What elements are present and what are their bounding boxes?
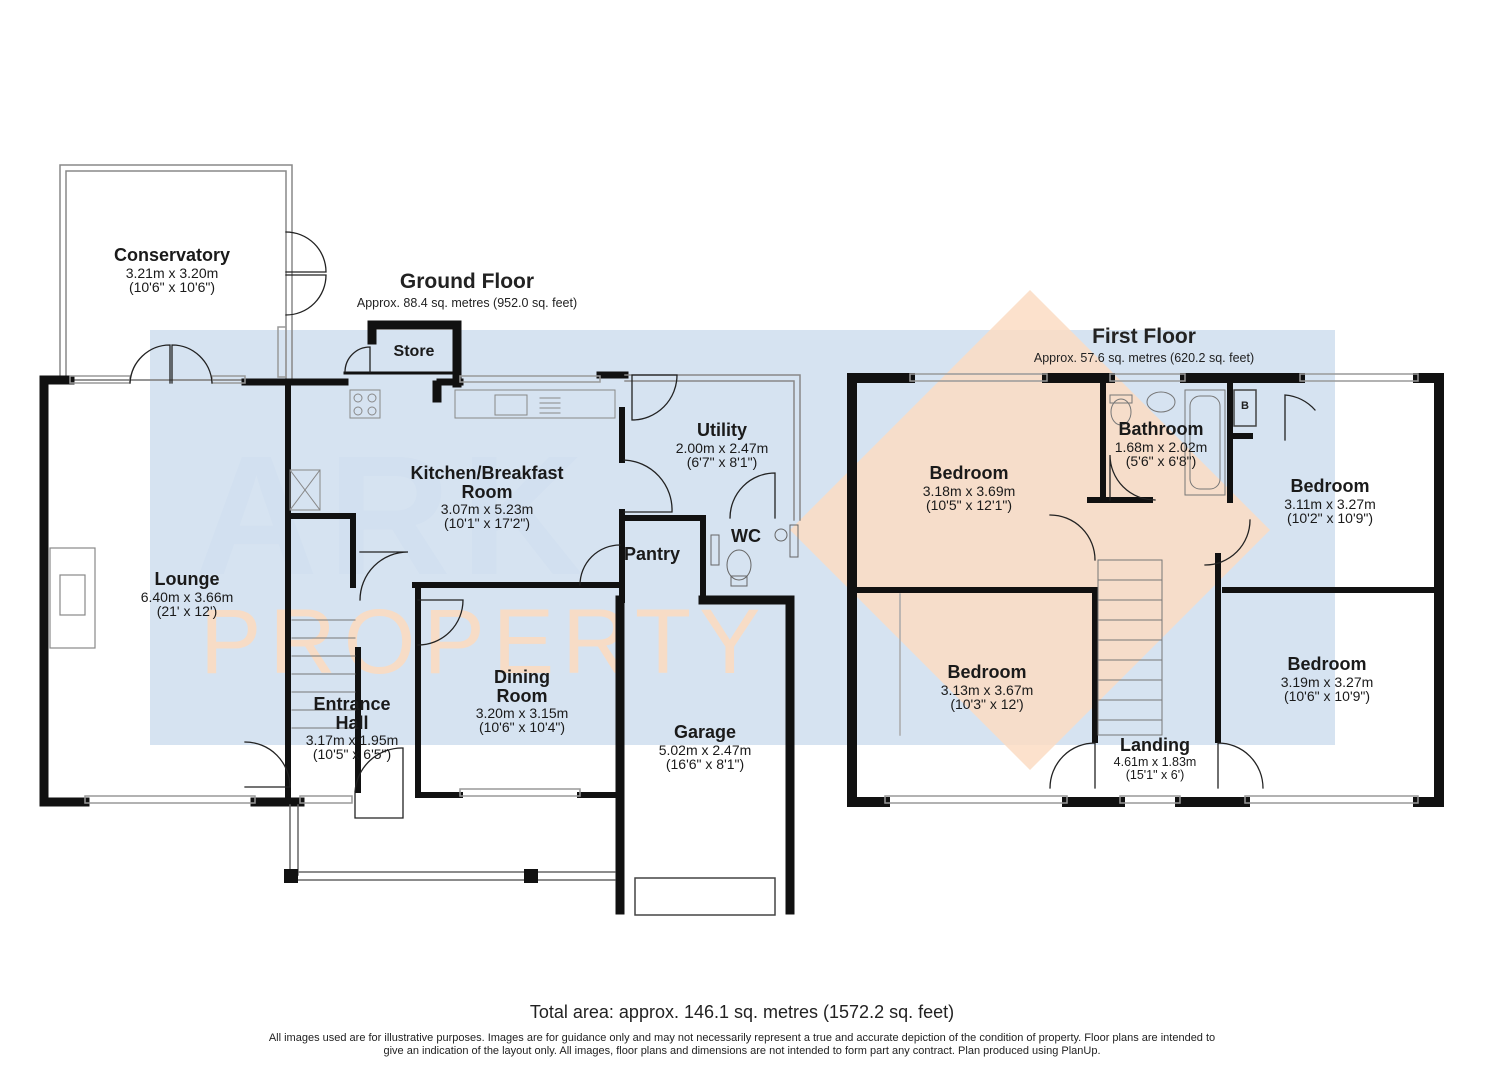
first-floor-plan [847,373,1444,807]
first-windows [884,373,1419,804]
first-outer-walls [847,373,1444,807]
first-internal-walls [853,381,1439,743]
garage-door [634,877,776,916]
ground-floor-title-block: Ground Floor Approx. 88.4 sq. metres (95… [357,270,577,310]
boiler-cupboard [1233,389,1257,427]
room-label-landing: Landing 4.61m x 1.83m (15'1" x 6') [1113,735,1197,782]
room-label-conservatory: Conservatory 3.21m x 3.20m (10'6" x 10'6… [113,245,231,296]
room-label-lounge: Lounge 6.40m x 3.66m (21' x 12') [140,569,234,620]
garage-walls [615,595,795,915]
wc-fittings [710,524,799,587]
first-floor-area: Approx. 57.6 sq. metres (620.2 sq. feet) [1033,351,1255,365]
room-label-pantry: Pantry [623,544,681,564]
first-stairs [1097,559,1163,736]
boiler-label: B [1241,400,1249,412]
kitchen-fittings [289,389,616,511]
first-doors [1049,394,1316,789]
room-label-bedroom-top-right: Bedroom 3.11m x 3.27m (10'2" x 10'9") [1284,476,1376,527]
room-label-wc: WC [731,526,761,546]
ground-doors [129,231,776,819]
room-label-garage: Garage 5.02m x 2.47m (16'6" x 8'1") [658,722,752,773]
utility-walls [624,374,801,521]
watermark-shield-shape [790,290,1270,770]
ground-stairs [291,619,356,729]
watermark-text-property: PROPERTY [200,591,769,693]
room-label-bedroom-bottom-right: Bedroom 3.19m x 3.27m (10'6" x 10'9") [1280,654,1374,705]
room-label-utility: Utility 2.00m x 2.47m (6'7" x 8'1") [675,420,769,471]
porch [289,804,616,881]
room-label-bathroom: Bathroom 1.68m x 2.02m (5'6" x 6'8") [1114,419,1208,470]
lounge-walls [39,375,305,807]
first-floor-title-block: First Floor Approx. 57.6 sq. metres (620… [1034,325,1254,365]
porch-post-right [524,869,538,883]
bathroom-fittings [1109,389,1226,496]
ground-windows [69,326,601,804]
ground-floor-plan [39,164,801,916]
room-label-kitchen: Kitchen/Breakfast Room 3.07m x 5.23m (10… [410,463,564,532]
room-label-entrance-hall: Entrance Hall 3.17m x 1.95m (10'5" x 6'5… [305,694,399,763]
ground-floor-title: Ground Floor [399,270,535,293]
porch-post-left [284,869,298,883]
store-walls [343,320,462,403]
first-floor-title: First Floor [1092,325,1196,348]
watermark-text-ark: ARK [195,421,594,611]
disclaimer-text: All images used are for illustrative pur… [268,1032,1216,1057]
room-label-bedroom-top-left: Bedroom 3.18m x 3.69m (10'5" x 12'1") [922,463,1016,514]
room-label-bedroom-bottom-left: Bedroom 3.13m x 3.67m (10'3" x 12') [940,662,1034,713]
lounge-fireplace [49,547,96,649]
room-label-dining-room: Dining Room 3.20m x 3.15m (10'6" x 10'4"… [475,667,569,736]
total-area: Total area: approx. 146.1 sq. metres (15… [529,1002,955,1022]
ground-floor-area: Approx. 88.4 sq. metres (952.0 sq. feet) [356,296,578,310]
room-label-store: Store [393,343,435,360]
